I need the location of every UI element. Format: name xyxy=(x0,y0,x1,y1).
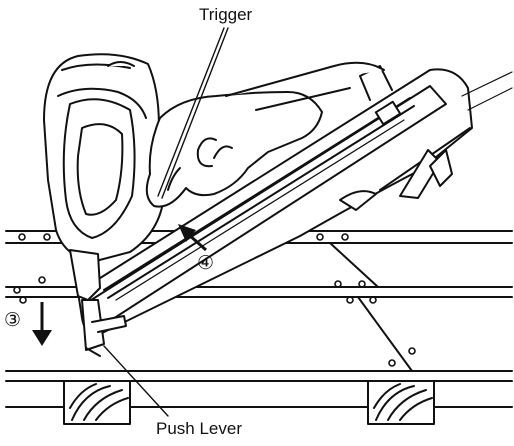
step-3-marker: ③ xyxy=(4,309,22,331)
diagonal-arrow-icon xyxy=(178,224,207,252)
nail-holes xyxy=(13,233,416,367)
joist-left xyxy=(63,380,131,425)
trigger-label: Trigger xyxy=(199,5,253,24)
operator-hand xyxy=(145,61,385,208)
magazine-rail xyxy=(113,71,513,301)
down-arrow-icon xyxy=(32,302,52,346)
leader-lines xyxy=(103,27,229,417)
step-4-marker: ④ xyxy=(197,252,215,274)
push-lever-label: Push Lever xyxy=(156,419,242,438)
nailer-nose xyxy=(69,249,127,357)
nailer-head xyxy=(43,53,165,263)
joist-right xyxy=(367,380,435,425)
